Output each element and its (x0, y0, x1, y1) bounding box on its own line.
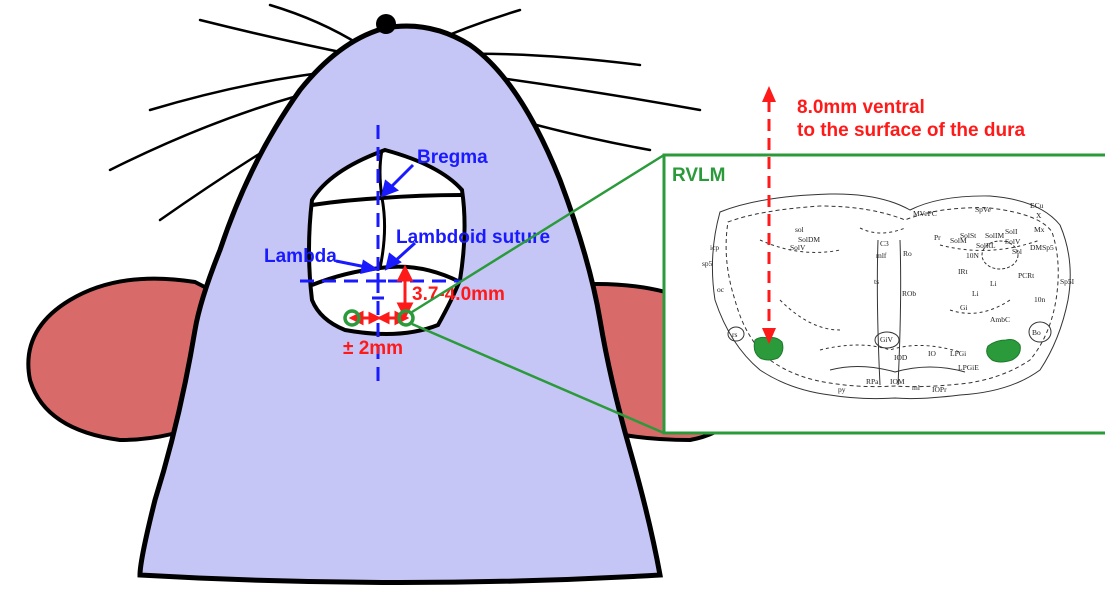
atlas-label-sp5: sp5 (702, 259, 713, 268)
atlas-label-AmbC: AmbC (990, 315, 1010, 324)
atlas-label-DMSp5: DMSp5 (1030, 243, 1054, 252)
atlas-label-IOD: IOD (894, 353, 908, 362)
dv-distance-line2: to the surface of the dura (797, 120, 1025, 141)
atlas-label-MVePC: MVePC (913, 209, 937, 218)
atlas-label-10n: 10n (1034, 295, 1046, 304)
atlas-label-oc: oc (717, 285, 725, 294)
atlas-label-IOPr: IOPr (932, 385, 947, 394)
atlas-label-IO: IO (928, 349, 936, 358)
atlas-label-Sp5I: Sp5I (1060, 277, 1075, 286)
atlas-label-Bo: Bo (1032, 328, 1041, 337)
atlas-label-mlf: mlf (876, 251, 887, 260)
atlas-label-10N: 10N (966, 251, 980, 260)
atlas-label-Li-2: Li (972, 289, 979, 298)
atlas-label-Li: Li (990, 279, 997, 288)
dv-distance-line1: 8.0mm ventral (797, 97, 925, 118)
atlas-label-PCRt: PCRt (1018, 271, 1035, 280)
atlas-label-SolIM: SolIM (985, 231, 1005, 240)
atlas-label-RPa: RPa (866, 377, 879, 386)
atlas-label-SolV: SolV (1005, 237, 1021, 246)
atlas-label-LPGi: LPGi (950, 349, 966, 358)
atlas-label-py: py (838, 385, 846, 394)
atlas-label-SpVe: SpVe (975, 205, 992, 214)
atlas-label-GiV: GiV (880, 335, 894, 344)
atlas-label-Pr: Pr (934, 233, 941, 242)
atlas-label-C3: C3 (880, 239, 889, 248)
atlas-label-icp: icp (710, 243, 719, 252)
ml-distance-label: ± 2mm (343, 338, 403, 359)
rvlm-inset-frame (664, 155, 1105, 433)
atlas-label-ts: ts (874, 277, 879, 286)
atlas-label-LPGiE: LPGiE (958, 363, 979, 372)
atlas-label-SolI: SolI (1005, 227, 1018, 236)
lambdoid-suture-label: Lambdoid suture (396, 227, 550, 248)
atlas-label-Ro: Ro (903, 249, 912, 258)
inset-title: RVLM (672, 165, 725, 186)
atlas-label-IOM: IOM (890, 377, 905, 386)
atlas-label-SolRL: SolRL (976, 241, 996, 250)
bregma-label: Bregma (417, 147, 488, 168)
atlas-label-ROb: ROb (902, 289, 916, 298)
lambda-label: Lambda (264, 246, 337, 267)
nose-icon (376, 14, 396, 34)
atlas-label-Gi: Gi (960, 303, 968, 312)
atlas-label-rs: rs (732, 330, 737, 339)
atlas-label-SolV-left: SolV (790, 243, 806, 252)
atlas-label-ml: ml (912, 383, 920, 392)
atlas-label-IRt: IRt (958, 267, 969, 276)
atlas-label-Sol: Sol (1012, 247, 1022, 256)
atlas-label-ECu: ECu (1030, 201, 1044, 210)
atlas-label-SolM: SolM (950, 236, 967, 245)
atlas-label-Mx: Mx (1034, 225, 1045, 234)
atlas-label-X: X (1036, 211, 1042, 220)
atlas-label-sol: sol (795, 225, 804, 234)
